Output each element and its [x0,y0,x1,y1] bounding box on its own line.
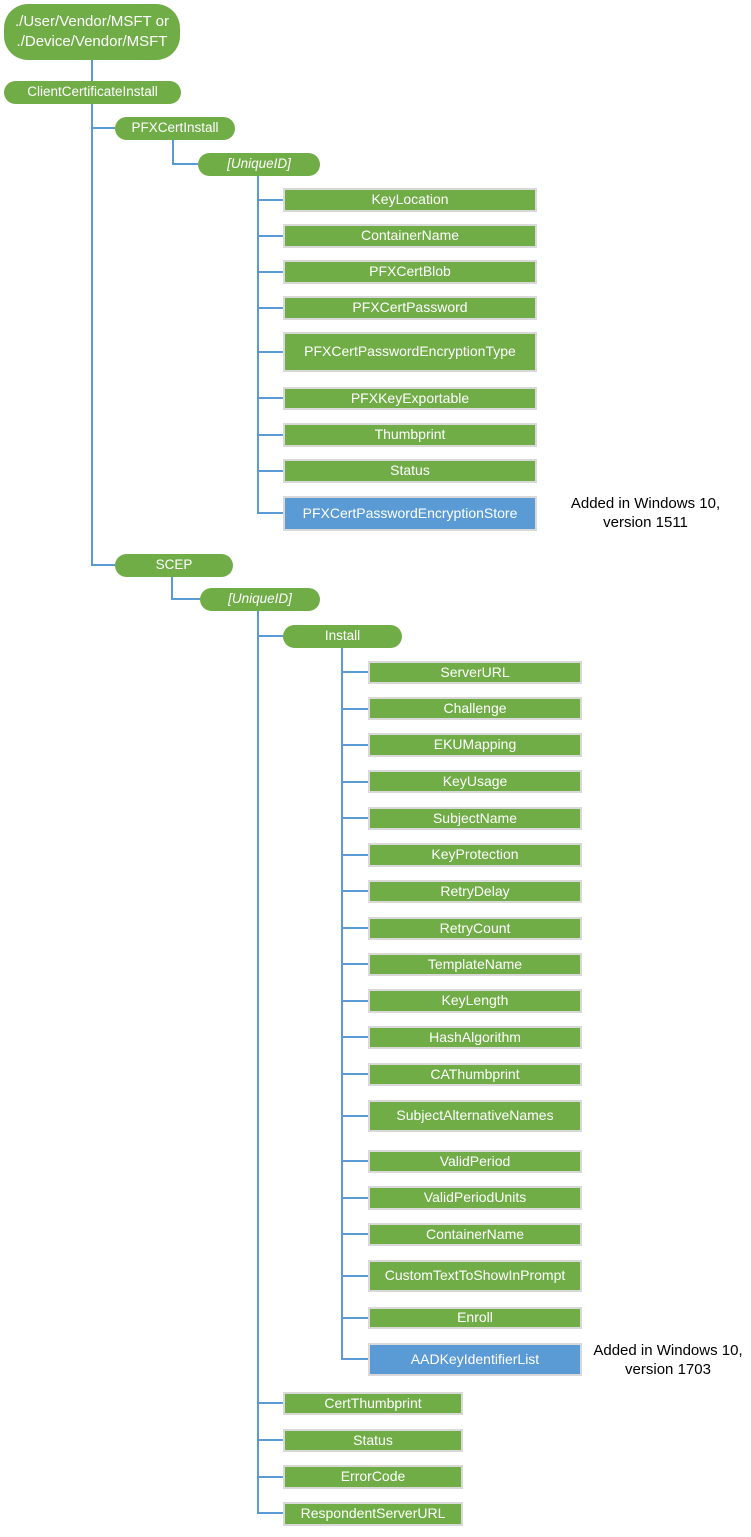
connector-line-horizontal [257,512,283,514]
node-key-protection: KeyProtection [368,843,582,867]
node-hash-algorithm: HashAlgorithm [368,1026,582,1049]
connector-line-horizontal [257,199,283,201]
node-valid-period-units: ValidPeriodUnits [368,1186,582,1210]
node-eku-mapping: EKUMapping [368,733,582,757]
connector-line-horizontal [91,127,115,129]
connector-line-horizontal [341,1275,368,1277]
connector-line-horizontal [257,434,283,436]
node-client-certificate-install: ClientCertificateInstall [4,81,181,104]
connector-line-horizontal [341,1160,368,1162]
connector-line-vertical [257,176,259,514]
node-subject-name: SubjectName [368,807,582,830]
node-pfx-key-exportable: PFXKeyExportable [283,387,537,410]
connector-line-horizontal [341,1115,368,1117]
connector-line-horizontal [341,1317,368,1319]
connector-line-horizontal [341,1197,368,1199]
connector-line-horizontal [341,1073,368,1075]
connector-line-horizontal [172,163,198,165]
node-thumbprint: Thumbprint [283,423,537,447]
connector-line-horizontal [257,307,283,309]
node-server-url: ServerURL [368,661,582,684]
connector-line-horizontal [341,781,368,783]
connector-line-vertical [341,648,343,1360]
node-pfx-cert-password-encryption-type: PFXCertPasswordEncryptionType [283,332,537,372]
connector-line-vertical [171,577,173,600]
connector-line-horizontal [341,1000,368,1002]
connector-line-horizontal [341,1233,368,1235]
node-aad-key-identifier-list: AADKeyIdentifierList [368,1343,582,1376]
annotation-note-1511: Added in Windows 10, version 1511 [570,495,721,531]
node-challenge: Challenge [368,697,582,720]
connector-line-horizontal [91,564,115,566]
connector-line-vertical [172,140,174,165]
connector-line-horizontal [257,470,283,472]
node-error-code: ErrorCode [283,1465,463,1489]
node-retry-delay: RetryDelay [368,880,582,903]
node-pfx-cert-password-encryption-store: PFXCertPasswordEncryptionStore [283,496,537,531]
connector-line-vertical [91,103,93,566]
connector-line-vertical [91,60,93,82]
connector-line-horizontal [341,1036,368,1038]
node-pfx-cert-install: PFXCertInstall [115,117,235,140]
node-pfx-cert-blob: PFXCertBlob [283,260,537,284]
node-pfx-unique-id: [UniqueID] [198,153,320,176]
connector-line-horizontal [257,397,283,399]
connector-line-horizontal [341,963,368,965]
connector-line-horizontal [341,1358,368,1360]
annotation-note-1703: Added in Windows 10, version 1703 [593,1342,743,1378]
node-enroll: Enroll [368,1307,582,1329]
node-ca-thumbprint: CAThumbprint [368,1063,582,1086]
connector-line-horizontal [257,235,283,237]
connector-line-horizontal [341,708,368,710]
node-cert-thumbprint: CertThumbprint [283,1392,463,1415]
node-retry-count: RetryCount [368,917,582,940]
connector-line-horizontal [341,744,368,746]
node-install: Install [283,625,402,648]
node-root: ./User/Vendor/MSFT or ./Device/Vendor/MS… [4,4,180,60]
node-scep-container-name: ContainerName [368,1223,582,1246]
node-pfx-status: Status [283,459,537,483]
connector-line-horizontal [257,351,283,353]
node-scep-status: Status [283,1429,463,1452]
connector-line-horizontal [341,854,368,856]
node-pfx-container-name: ContainerName [283,224,537,248]
connector-line-horizontal [341,927,368,929]
node-key-length: KeyLength [368,989,582,1013]
node-scep-unique-id: [UniqueID] [200,588,320,611]
connector-line-horizontal [257,1476,283,1478]
node-key-location: KeyLocation [283,188,537,212]
node-subject-alternative-names: SubjectAlternativeNames [368,1100,582,1132]
connector-line-horizontal [171,598,200,600]
node-pfx-cert-password: PFXCertPassword [283,296,537,320]
connector-line-horizontal [341,817,368,819]
connector-line-horizontal [341,890,368,892]
node-custom-text-to-show-in-prompt: CustomTextToShowInPrompt [368,1260,582,1292]
node-key-usage: KeyUsage [368,770,582,793]
node-respondent-server-url: RespondentServerURL [283,1502,463,1526]
node-valid-period: ValidPeriod [368,1150,582,1173]
node-scep: SCEP [115,554,233,577]
connector-line-horizontal [257,271,283,273]
node-template-name: TemplateName [368,953,582,976]
connector-line-horizontal [257,1512,283,1514]
connector-line-vertical [257,611,259,1514]
connector-line-horizontal [341,671,368,673]
connector-line-horizontal [257,1439,283,1441]
connector-line-horizontal [257,1402,283,1404]
connector-line-horizontal [257,635,283,637]
